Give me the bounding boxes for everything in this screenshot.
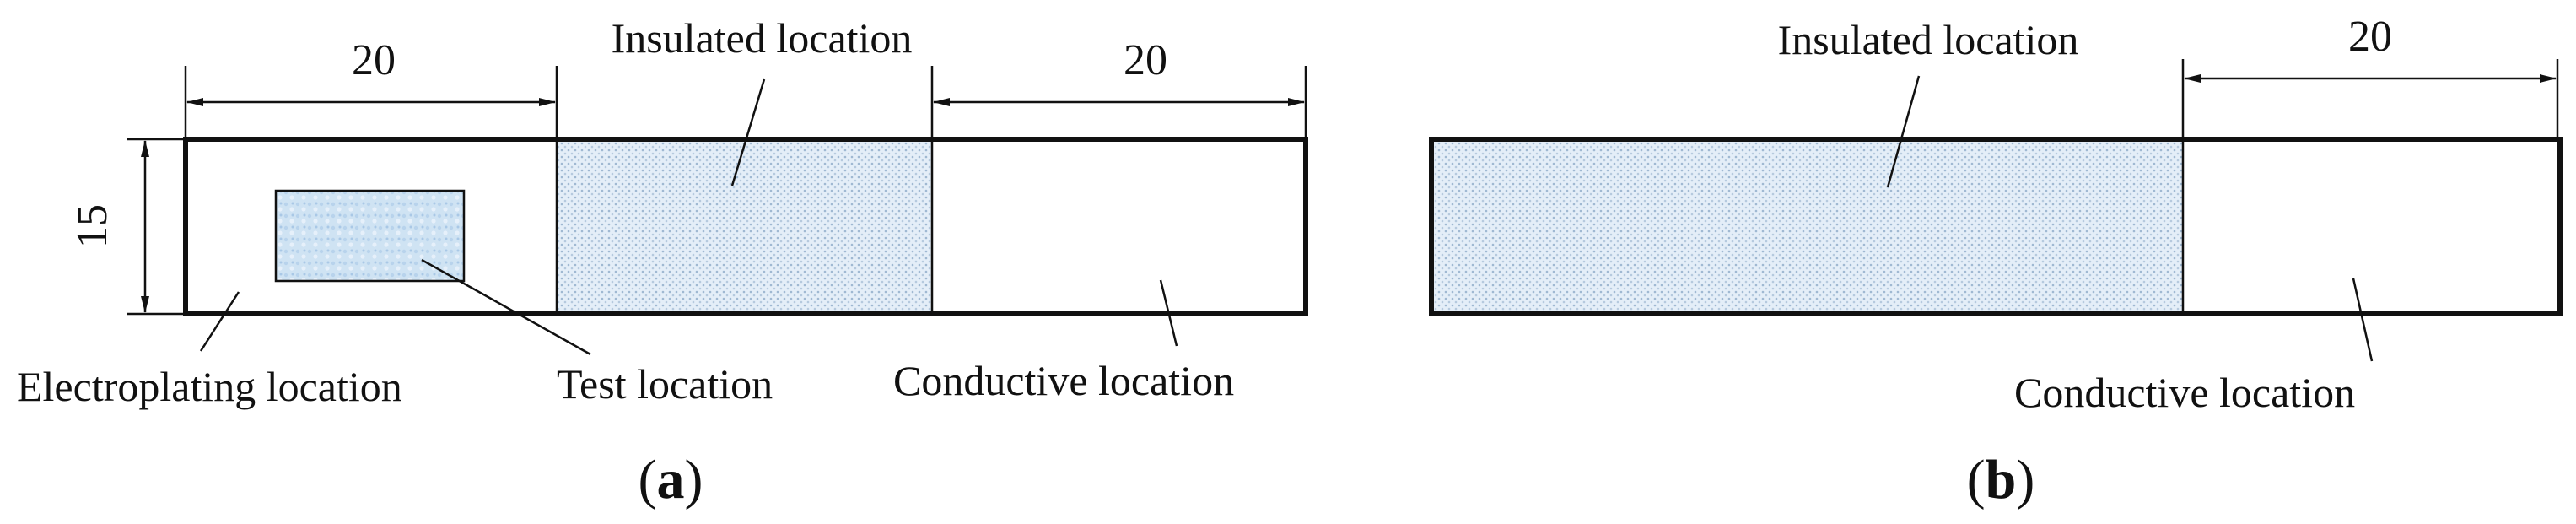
dimension-label-height: 15 xyxy=(68,204,116,248)
insulated-region-b xyxy=(1431,139,2183,314)
leader-line-insulated-b xyxy=(1886,75,1921,188)
label-electroplating: Electroplating location xyxy=(17,363,402,410)
caption-letter: a xyxy=(657,449,685,510)
caption-close: ) xyxy=(2016,449,2034,510)
caption-open: ( xyxy=(639,449,657,510)
leader-line-electroplating xyxy=(199,291,240,352)
label-insulated-b: Insulated location xyxy=(1778,16,2079,63)
label-conductive-b: Conductive location xyxy=(2014,369,2355,416)
caption-letter: b xyxy=(1986,449,2017,510)
label-insulated-a: Insulated location xyxy=(612,14,913,62)
caption-a: (a) xyxy=(639,449,703,510)
dimension-label-right-b: 20 xyxy=(2348,13,2392,61)
leader-line-test xyxy=(421,258,591,356)
specimen-outline-b xyxy=(1429,137,2563,316)
caption-b: (b) xyxy=(1967,449,2035,510)
dimension-label-left: 20 xyxy=(352,36,396,84)
leader-line-conductive-b xyxy=(2352,278,2374,362)
leader-line-insulated-a xyxy=(730,78,766,186)
dimension-label-right: 20 xyxy=(1124,36,1167,84)
panel-b: 20 Insulated location Conductive locatio… xyxy=(1429,13,2563,510)
caption-close: ) xyxy=(685,449,703,510)
insulated-region-a xyxy=(557,139,932,314)
caption-open: ( xyxy=(1967,449,1986,510)
label-conductive-a: Conductive location xyxy=(893,357,1234,404)
label-test: Test location xyxy=(557,360,773,408)
leader-line-conductive-a xyxy=(1159,279,1178,347)
panel-a: 20 20 15 Insulated location Electroplati… xyxy=(17,14,1308,510)
